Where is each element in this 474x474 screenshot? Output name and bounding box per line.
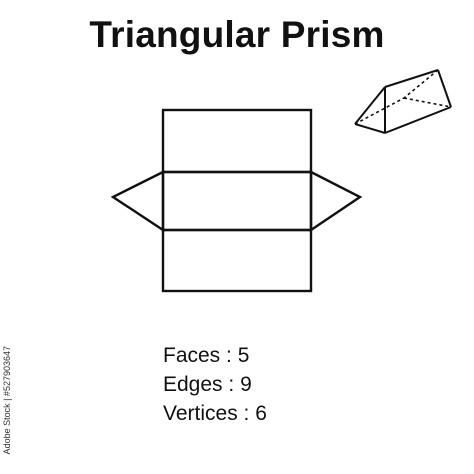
edges-line: Edges : 9 [163, 373, 252, 396]
edges-label: Edges [163, 373, 223, 396]
prism-properties: Faces : 5 Edges : 9 Vertices : 6 [163, 341, 267, 428]
net-right-triangle [309, 170, 363, 233]
net-bottom-face [161, 228, 313, 293]
vertices-line: Vertices : 6 [163, 402, 267, 425]
faces-line: Faces : 5 [163, 344, 250, 367]
net-left-triangle [110, 170, 165, 233]
net-middle-face [161, 170, 313, 232]
vertices-value: 6 [255, 402, 267, 425]
prism-3d-icon [354, 69, 452, 134]
stock-id: Adobe Stock | #527903647 [2, 345, 12, 454]
edges-value: 9 [240, 373, 252, 396]
faces-value: 5 [237, 344, 250, 367]
page-title: Triangular Prism [89, 14, 385, 55]
prism-net [110, 108, 363, 293]
faces-label: Faces [163, 344, 221, 367]
vertices-label: Vertices [163, 402, 238, 425]
net-top-face [161, 108, 313, 174]
